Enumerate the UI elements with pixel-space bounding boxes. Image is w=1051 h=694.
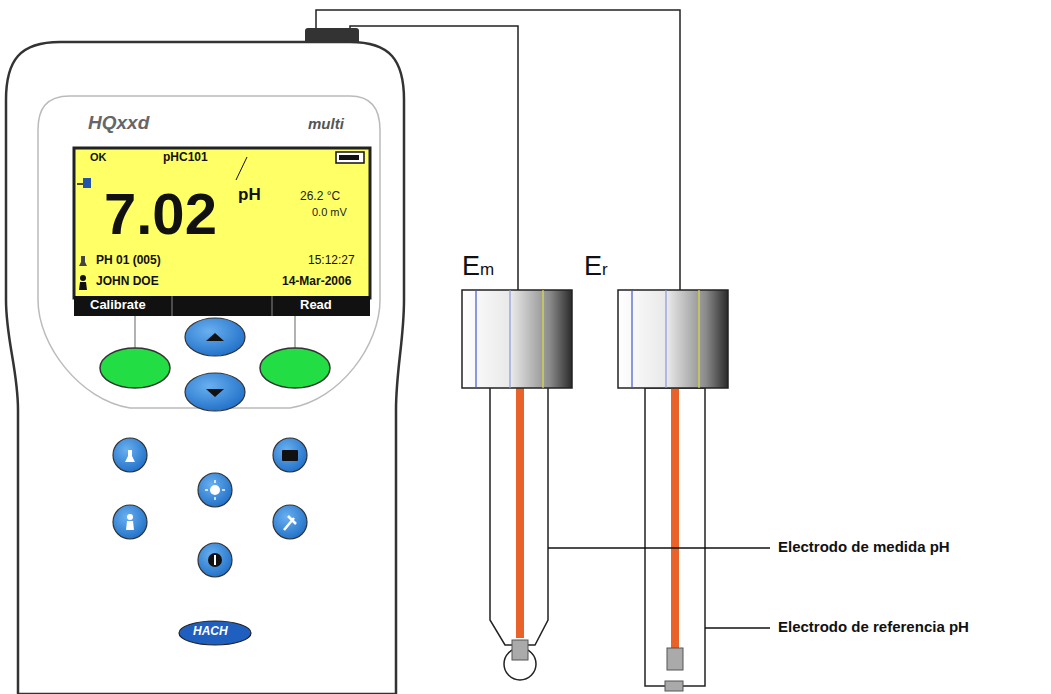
model-suffix: multi (308, 116, 344, 133)
front-bezel (38, 96, 380, 408)
function-buttons (113, 438, 307, 577)
brand-badge (179, 621, 251, 645)
measuring-electrode (462, 290, 572, 680)
user-name: JOHN DOE (96, 275, 159, 288)
ph-reading: 7.02 (104, 182, 217, 246)
date-text: 14-Mar-2006 (282, 275, 351, 288)
status-text: OK (90, 151, 107, 163)
clock-time: 15:12:27 (308, 254, 355, 267)
softkey-button (100, 348, 170, 388)
user-icon (80, 275, 86, 281)
part-label: Electrodo de medida pH (778, 539, 950, 556)
leader-line (705, 627, 770, 629)
part-label: Electrodo de referencia pH (778, 619, 969, 636)
reference-electrode (618, 290, 728, 691)
up-button (185, 318, 245, 356)
battery-icon (336, 152, 364, 163)
probe-name: pHC101 (163, 151, 208, 164)
ph-unit: pH (238, 186, 261, 205)
down-button (185, 373, 245, 411)
mv-reading: 0.0 mV (312, 206, 347, 218)
electrode-symbol: Em (462, 252, 494, 282)
meter-body (6, 28, 404, 694)
softkey-label: Read (300, 298, 332, 312)
screen (74, 148, 370, 298)
softkey-label: Calibrate (90, 298, 146, 312)
softkey-bar (74, 296, 370, 316)
softkey-button (260, 348, 330, 388)
brand-logo: HACH (193, 625, 228, 638)
sample-id: PH 01 (005) (96, 254, 161, 267)
electrode-symbol: Er (584, 252, 608, 282)
temperature-reading: 26.2 °C (300, 190, 340, 203)
leader-line (548, 547, 770, 549)
brand-model: HQxxd (88, 113, 149, 134)
lock-icon (83, 178, 91, 188)
flask-icon (79, 256, 87, 266)
